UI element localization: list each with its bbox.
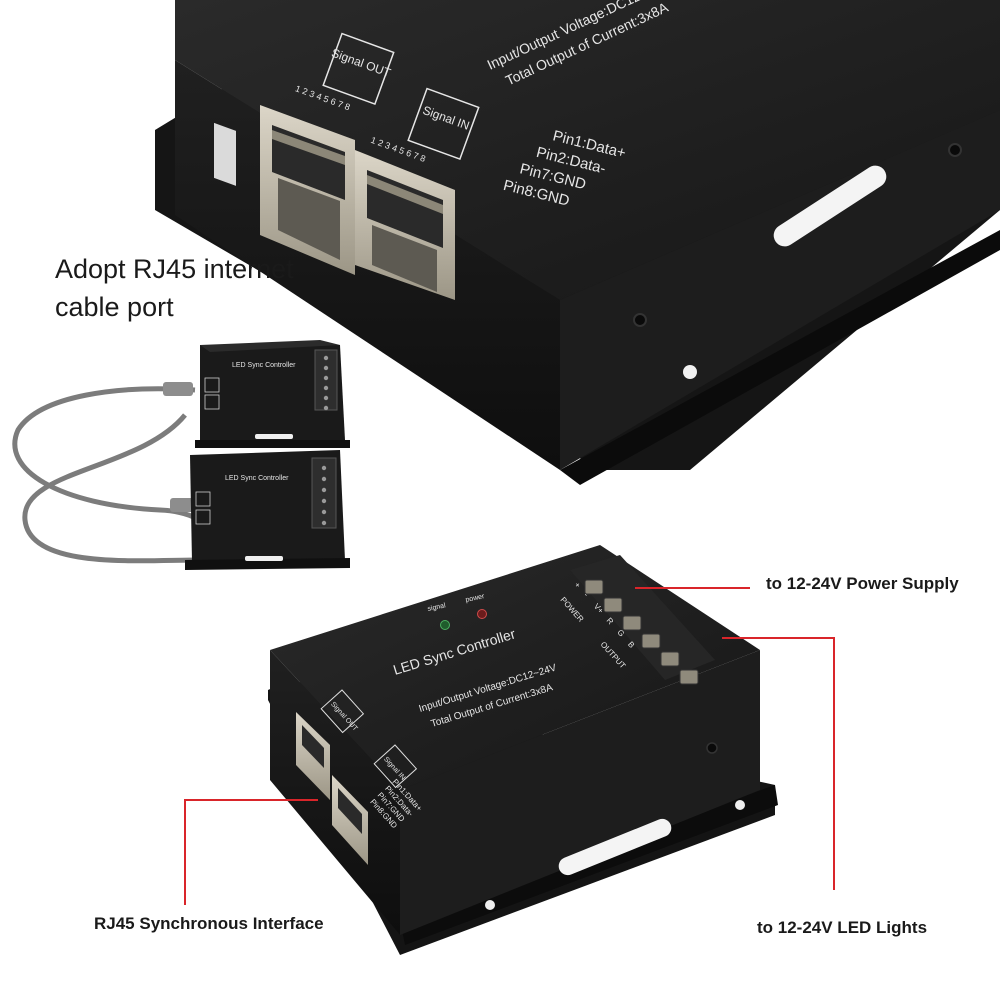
rj45-jack-out <box>260 105 355 275</box>
rj45-jack-in <box>355 150 455 300</box>
device-pair: LED Sync Controller LED Sync Controller <box>12 340 350 570</box>
upper-device-title: LED Sync Controller <box>232 362 296 369</box>
rj45-port-caption-line1: Adopt RJ45 internet <box>55 254 294 284</box>
led-lights-caption: to 12-24V LED Lights <box>757 918 928 937</box>
rj45-port-caption-line2: cable port <box>55 292 174 322</box>
lower-device-title: LED Sync Controller <box>225 475 289 482</box>
rj45-interface-caption: RJ45 Synchronous Interface <box>94 914 324 933</box>
rj45-port-caption: Adopt RJ45 internet cable port <box>55 250 294 326</box>
signal-led-label: signal <box>427 602 447 613</box>
cable-plug <box>163 382 193 396</box>
signal-led <box>440 620 450 630</box>
terminal-pin-b: B <box>626 640 636 650</box>
led-callout-line <box>722 637 835 890</box>
main-device: POWER OUTPUT + - V+ R G B signal power L… <box>268 545 778 955</box>
terminal-pin-r: R <box>605 616 616 626</box>
rj45-callout-line <box>184 799 318 905</box>
main-mounting-slot <box>558 818 672 876</box>
power-led <box>477 609 487 619</box>
small-device-lower: LED Sync Controller <box>185 450 350 570</box>
callout-lines <box>184 587 835 905</box>
main-rj45-jack-out <box>296 712 330 800</box>
small-device-upper: LED Sync Controller <box>195 340 350 448</box>
terminal-pin-plus: + <box>573 580 583 590</box>
power-supply-caption: to 12-24V Power Supply <box>766 574 959 593</box>
power-led-label: power <box>465 593 486 604</box>
terminal-pin-minus: - <box>582 591 591 599</box>
terminal-pin-g: G <box>615 628 626 639</box>
mounting-slot <box>773 165 887 247</box>
closeup-device: Signal OUT 1 2 3 4 5 6 7 8 Signal IN 1 2… <box>155 0 1000 485</box>
main-rj45-jack-in <box>332 775 368 865</box>
network-cable <box>12 386 224 564</box>
